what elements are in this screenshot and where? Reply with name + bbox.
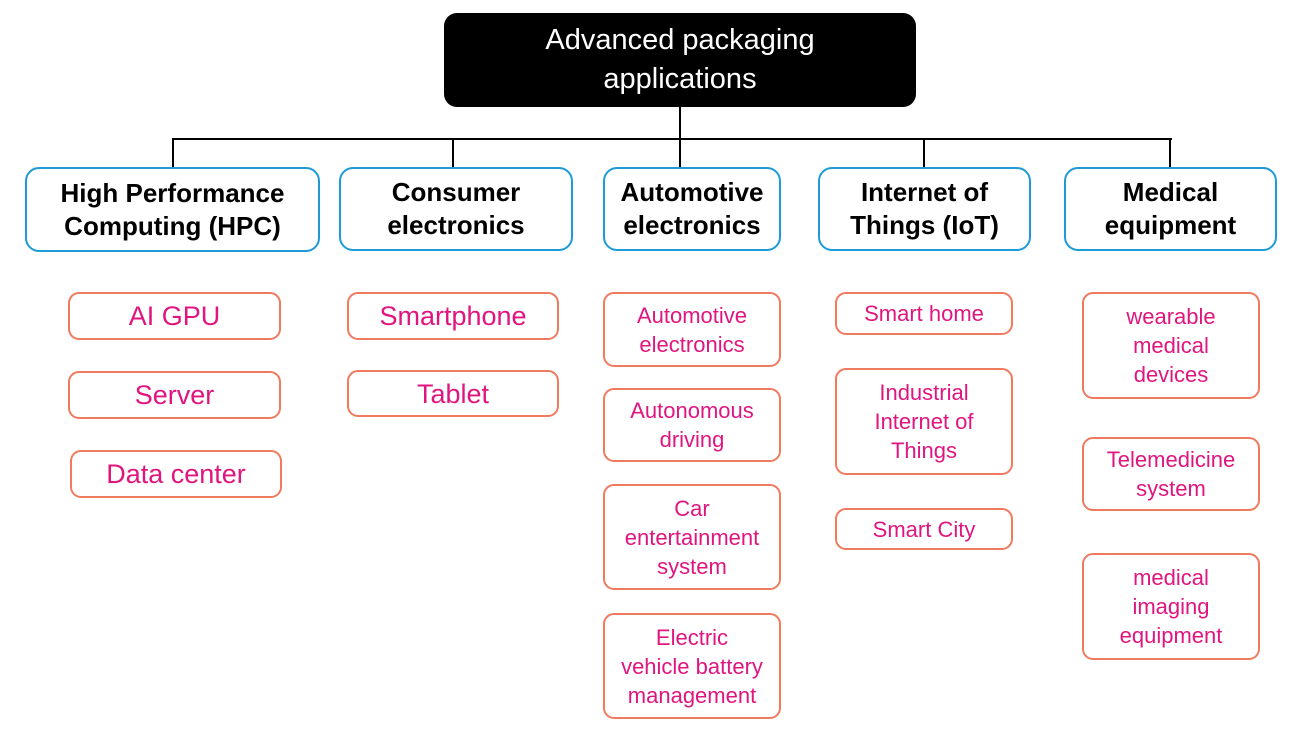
root-node: Advanced packaging applications xyxy=(444,13,916,107)
connector-medical xyxy=(1169,138,1171,168)
item-smartphone: Smartphone xyxy=(347,292,559,340)
connector-consumer xyxy=(452,138,454,168)
connector-horizontal-bar xyxy=(172,138,1172,140)
item-telemedicine-system: Telemedicine system xyxy=(1082,437,1260,511)
category-automotive-electronics: Automotive electronics xyxy=(603,167,781,251)
item-wearable-medical-devices: wearable medical devices xyxy=(1082,292,1260,399)
item-autonomous-driving: Autonomous driving xyxy=(603,388,781,462)
item-smart-home: Smart home xyxy=(835,292,1013,335)
connector-automotive xyxy=(679,138,681,168)
item-ai-gpu: AI GPU xyxy=(68,292,281,340)
category-iot: Internet of Things (IoT) xyxy=(818,167,1031,251)
connector-trunk xyxy=(679,106,681,139)
connector-iot xyxy=(923,138,925,168)
item-medical-imaging-equipment: medical imaging equipment xyxy=(1082,553,1260,660)
category-consumer-electronics: Consumer electronics xyxy=(339,167,573,251)
item-automotive-electronics: Automotive electronics xyxy=(603,292,781,367)
category-hpc: High Performance Computing (HPC) xyxy=(25,167,320,252)
item-smart-city: Smart City xyxy=(835,508,1013,550)
item-server: Server xyxy=(68,371,281,419)
item-ev-battery-management: Electric vehicle battery management xyxy=(603,613,781,719)
connector-hpc xyxy=(172,138,174,168)
item-industrial-iot: Industrial Internet of Things xyxy=(835,368,1013,475)
item-tablet: Tablet xyxy=(347,370,559,417)
category-medical-equipment: Medical equipment xyxy=(1064,167,1277,251)
item-car-entertainment-system: Car entertainment system xyxy=(603,484,781,590)
item-data-center: Data center xyxy=(70,450,282,498)
